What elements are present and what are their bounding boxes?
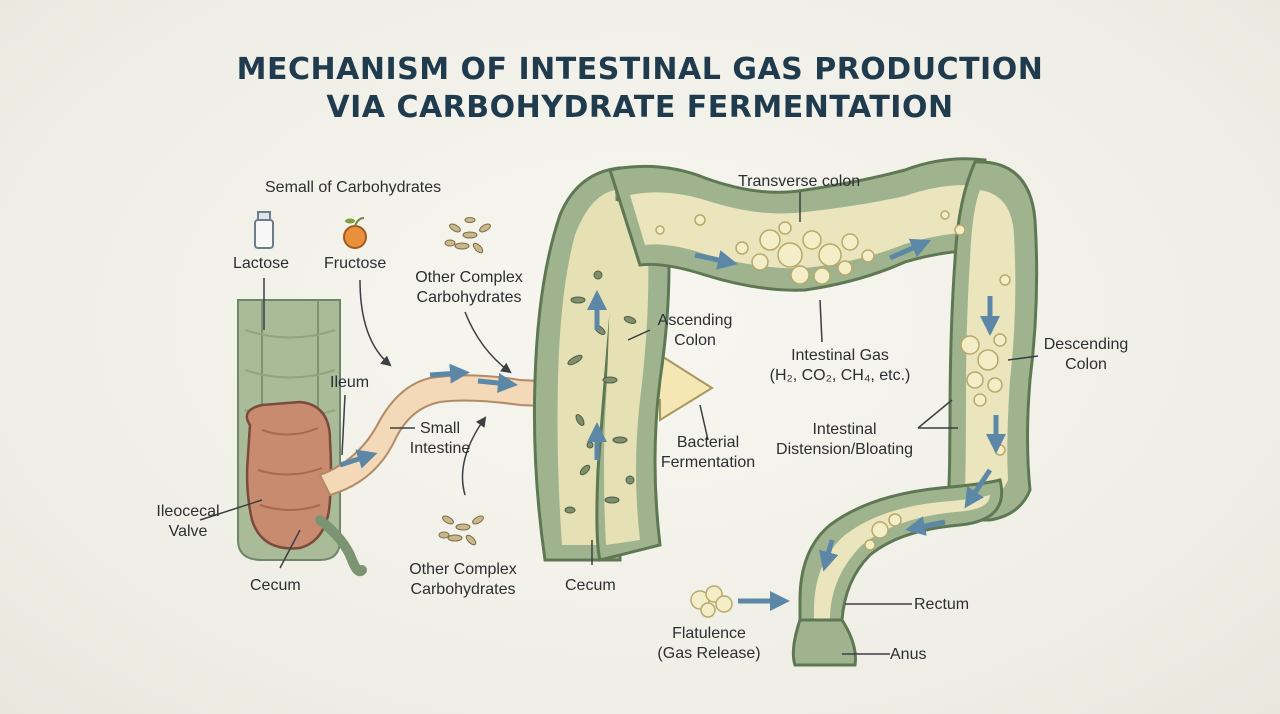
complex-carbs-bottom-line-2: Carbohydrates	[410, 581, 516, 598]
ileocecal-line-1: Ileocecal	[156, 503, 220, 520]
flatulence-line-2: (Gas Release)	[657, 645, 761, 662]
gas-cloud-icon	[690, 585, 733, 618]
flow-arrows	[339, 238, 1006, 572]
ascending-line-1: Ascending	[657, 312, 733, 329]
complex-carbs-bottom-label: Other Complex Carbohydrates	[398, 560, 528, 600]
small-intestine-line-2: Intestine	[409, 440, 471, 457]
ileocecal-line-2: Valve	[168, 523, 208, 540]
gas-bubbles	[655, 210, 1011, 551]
ileocecal-valve-label: Ileocecal Valve	[148, 502, 228, 542]
rectum-anus	[791, 618, 857, 667]
distension-bloating-label: Intestinal Distension/Bloating	[762, 420, 927, 460]
ascending-line-2: Colon	[674, 332, 716, 349]
small-intestine-line-1: Small	[419, 420, 460, 437]
small-intestine-label: Small Intestine	[400, 419, 480, 459]
distension-line-1: Intestinal	[812, 421, 877, 438]
bacteria-cluster	[564, 270, 637, 514]
fructose-label: Fructose	[324, 255, 387, 272]
ascending-colon-label: Ascending Colon	[650, 311, 740, 351]
complex-carbs-top-line-2: Carbohydrates	[416, 289, 522, 306]
complex-carbs-top-line-1: Other Complex	[415, 269, 523, 286]
intestinal-gas-line-2: (H₂, CO₂, CH₄, etc.)	[769, 367, 911, 384]
bacterial-fermentation-label: Bacterial Fermentation	[652, 433, 764, 473]
cecum-left-label: Cecum	[250, 577, 301, 594]
transverse-colon-label: Transverse colon	[738, 173, 861, 190]
cecum-left-pouch	[245, 400, 333, 550]
lactose-label: Lactose	[233, 255, 290, 272]
carbs-heading-label: Semall of Carbohydrates	[265, 179, 442, 196]
bacterial-line-2: Fermentation	[660, 454, 756, 471]
flatulence-label: Flatulence (Gas Release)	[650, 624, 768, 664]
cecum-mid-label: Cecum	[565, 577, 616, 594]
bacterial-line-1: Bacterial	[676, 434, 740, 451]
complex-carbs-bottom-line-1: Other Complex	[409, 561, 517, 578]
flatulence-line-1: Flatulence	[672, 625, 746, 642]
title-line-1: MECHANISM OF INTESTINAL GAS PRODUCTION	[236, 52, 1044, 87]
complex-carbs-top-label: Other Complex Carbohydrates	[404, 268, 534, 308]
descending-colon-label: Descending Colon	[1036, 335, 1136, 375]
descending-line-1: Descending	[1043, 336, 1129, 353]
intestinal-gas-line-1: Intestinal Gas	[791, 347, 889, 364]
descending-line-2: Colon	[1065, 356, 1107, 373]
distension-line-2: Distension/Bloating	[776, 441, 913, 458]
rectum-label: Rectum	[914, 596, 970, 613]
carb-pellets-icon	[444, 217, 491, 254]
apple-icon	[343, 217, 367, 249]
ileum-label: Ileum	[330, 374, 370, 391]
appendix	[315, 515, 367, 577]
title-line-2: VIA CARBOHYDRATE FERMENTATION	[326, 90, 954, 125]
leader-lines	[199, 192, 1039, 655]
carb-pellets-icon-bottom	[438, 515, 484, 546]
intestinal-gas-label: Intestinal Gas (H₂, CO₂, CH₄, etc.)	[755, 346, 925, 386]
milk-bottle-icon	[254, 211, 274, 249]
anus-label: Anus	[890, 646, 927, 663]
